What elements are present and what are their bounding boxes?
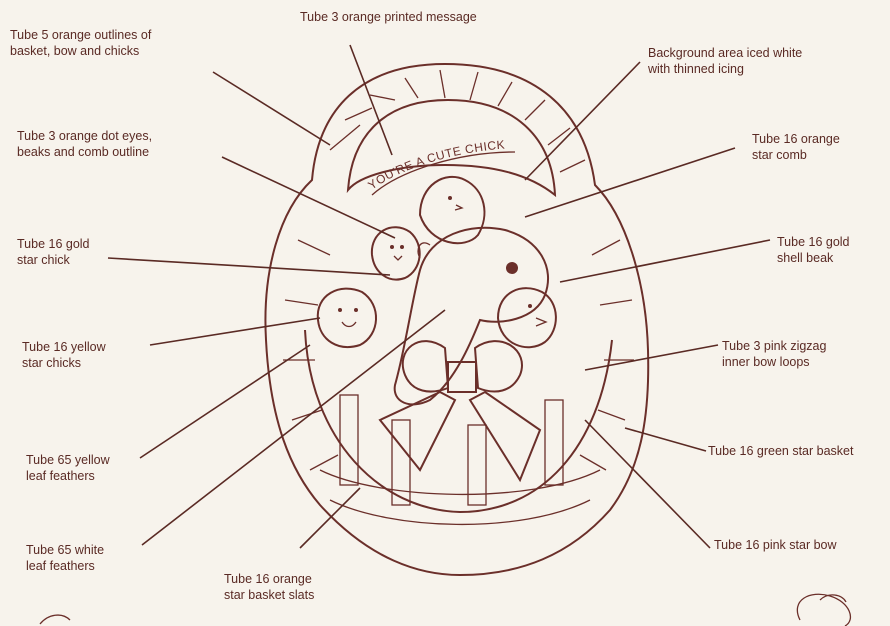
callout-tube16slats: Tube 16 orange star basket slats (224, 571, 314, 603)
leader-tube3msg (350, 45, 392, 155)
leader-tube16pinkbow (585, 420, 710, 548)
leader-tube16slats (300, 488, 360, 548)
callout-tube16yellow: Tube 16 yellow star chicks (22, 339, 106, 371)
leader-tube16comb (525, 148, 735, 217)
leader-tube3dot (222, 157, 395, 238)
callout-tube3msg: Tube 3 orange printed message (300, 9, 477, 25)
mother-hen (395, 228, 548, 405)
leader-tube16goldchick (108, 258, 390, 275)
callout-tube3pink: Tube 3 pink zigzag inner bow loops (722, 338, 826, 370)
callout-tube65white: Tube 65 white leaf feathers (26, 542, 104, 574)
basket-rim-braid (283, 70, 634, 470)
leader-lines (108, 45, 770, 548)
yellow-chick-left (318, 289, 376, 347)
leader-tube16green (625, 428, 706, 451)
basket-slats (320, 395, 600, 524)
callout-tube16green: Tube 16 green star basket (708, 443, 853, 459)
callout-tube65yellow: Tube 65 yellow leaf feathers (26, 452, 110, 484)
leader-background (525, 62, 640, 180)
small-chick-gold (372, 227, 420, 279)
callout-background: Background area iced white with thinned … (648, 45, 802, 77)
corner-doodle-icon (40, 594, 850, 626)
bow (380, 341, 540, 480)
callout-tube5: Tube 5 orange outlines of basket, bow an… (10, 27, 151, 59)
callout-tube16pinkbow: Tube 16 pink star bow (714, 537, 837, 553)
callout-tube16goldchick: Tube 16 gold star chick (17, 236, 90, 268)
callout-tube16goldbeak: Tube 16 gold shell beak (777, 234, 850, 266)
leader-tube16goldbeak (560, 240, 770, 282)
callout-tube3dot: Tube 3 orange dot eyes, beaks and comb o… (17, 128, 152, 160)
leader-tube5 (213, 72, 330, 145)
yellow-chick-right (498, 288, 556, 347)
leader-tube3pink (585, 345, 718, 370)
leader-tube16yellow (150, 318, 320, 345)
leader-tube65white (142, 310, 445, 545)
callout-tube16comb: Tube 16 orange star comb (752, 131, 840, 163)
